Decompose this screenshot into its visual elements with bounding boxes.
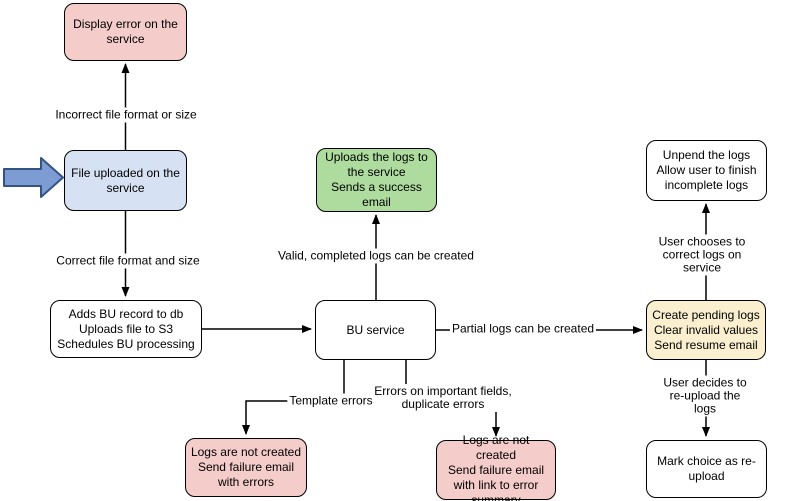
edge-label-field-errors: Errors on important fields, duplicate er…	[372, 384, 514, 412]
edge-label-correct-format: Correct file format and size	[54, 253, 202, 269]
entry-arrow-icon	[3, 157, 64, 198]
node-mark-choice-reupload: Mark choice as re- upload	[646, 440, 767, 498]
node-logs-not-created-errors: Logs are not created Send failure email …	[185, 438, 307, 497]
node-bu-service: BU service	[315, 300, 436, 360]
edge-label-user-reuploads: User decides to re-upload the logs	[657, 375, 753, 417]
edge-label-template-errors: Template errors	[287, 393, 375, 409]
node-uploads-logs-success: Uploads the logs to the service Sends a …	[316, 148, 437, 212]
edge-label-incorrect-format: Incorrect file format or size	[53, 107, 199, 123]
node-display-error: Display error on the service	[64, 3, 187, 61]
node-unpend-logs: Unpend the logs Allow user to finish inc…	[646, 140, 767, 201]
node-adds-bu-record: Adds BU record to db Uploads file to S3 …	[50, 300, 202, 358]
edge-label-user-corrects: User chooses to correct logs on service	[652, 234, 752, 276]
node-logs-not-created-summary: Logs are not created Send failure email …	[436, 433, 556, 501]
edge-label-valid-logs: Valid, completed logs can be created	[276, 248, 476, 264]
edge-label-partial-logs: Partial logs can be created	[449, 321, 597, 337]
node-file-uploaded: File uploaded on the service	[64, 150, 187, 211]
node-create-pending-logs: Create pending logs Clear invalid values…	[646, 300, 766, 360]
